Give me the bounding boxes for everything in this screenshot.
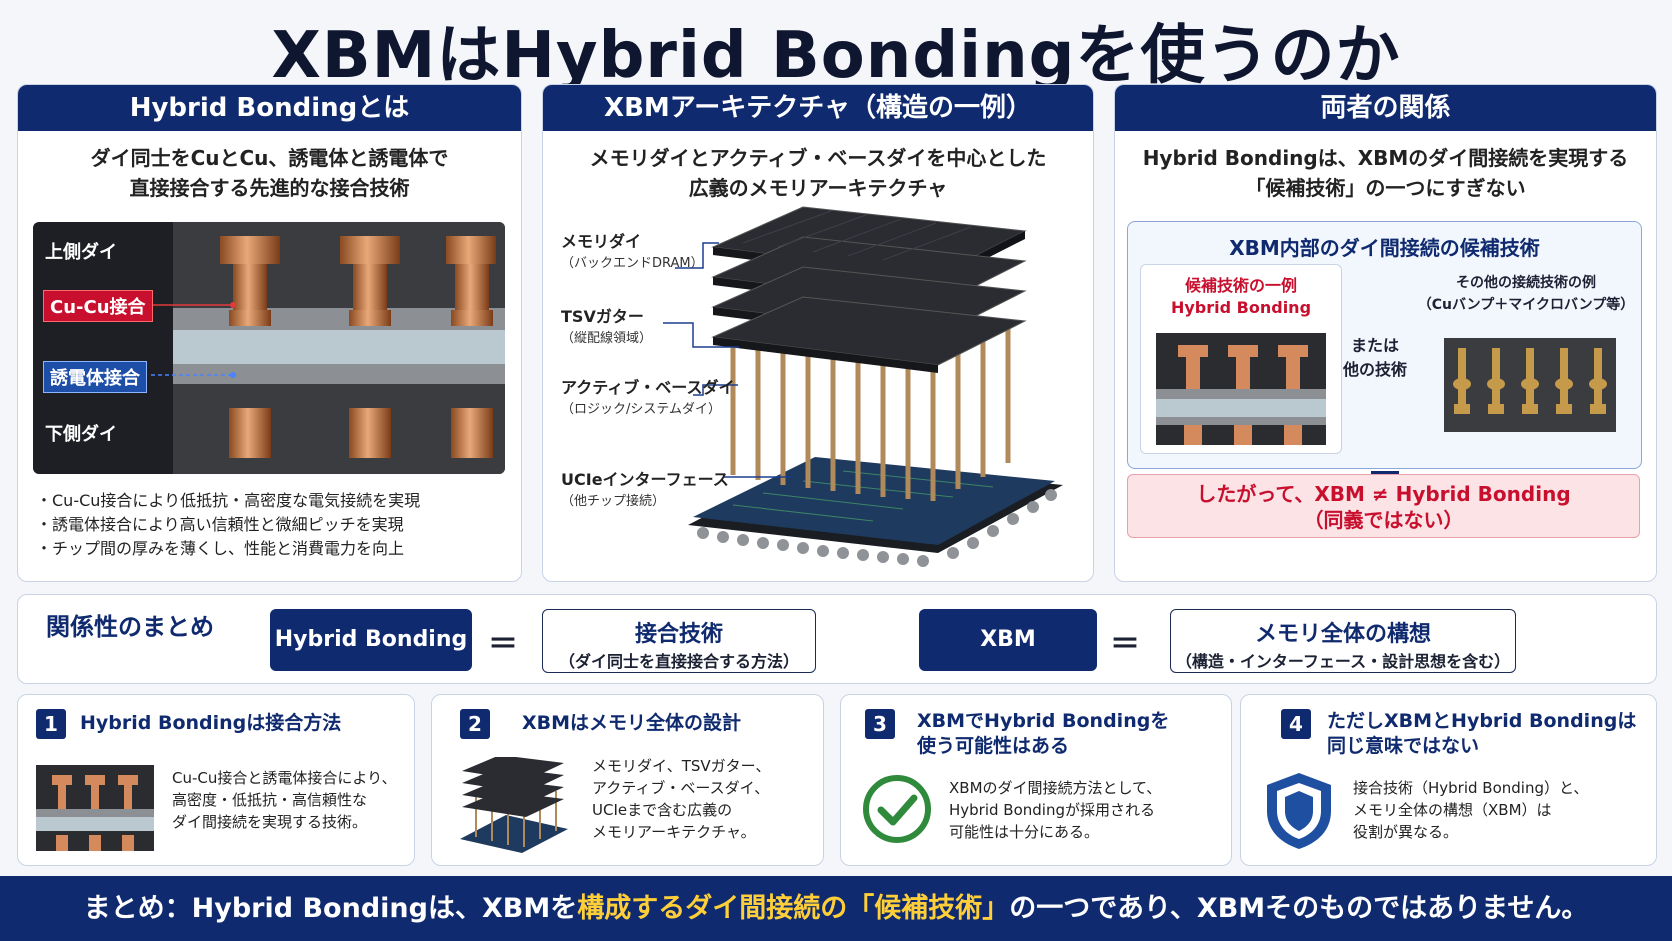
feature-list: ・Cu-Cu接合により低抵抗・高密度な電気接続を実現 ・誘電体接合により高い信頼… (36, 489, 420, 561)
hybrid-bonding-thumbnail (36, 765, 154, 851)
panel-description: Hybrid Bondingは、XBMのダイ間接続を実現する 「候補技術」の一つ… (1142, 146, 1629, 200)
card-title: Hybrid Bondingは接合方法 (80, 712, 342, 734)
other-tech-example: その他の接続技術の例 （Cuバンプ＋マイクロバンプ等） (1417, 275, 1635, 313)
list-item: ・Cu-Cu接合により低抵抗・高密度な電気接続を実現 (36, 491, 421, 510)
panel-heading: XBMアーキテクチャ（構造の一例） (543, 85, 1093, 131)
candidate-tech-box: XBM内部のダイ間接続の候補技術 候補技術の一例 Hybrid Bonding … (1127, 221, 1642, 469)
card-body: XBMのダイ間接続方法として、 Hybrid Bondingが採用される 可能性… (949, 779, 1162, 841)
xbm-term: XBM (919, 609, 1097, 671)
panel-heading: 両者の関係 (1115, 85, 1656, 131)
card-body: 接合技術（Hybrid Bonding）と、 メモリ全体の構想（XBM）は 役割… (1353, 779, 1589, 841)
panel-relationship: 両者の関係 Hybrid Bondingは、XBMのダイ間接続を実現する 「候補… (1114, 84, 1657, 582)
summary-label: 関係性のまとめ (46, 613, 214, 641)
micro-bump-thumbnail (1444, 338, 1616, 432)
card-number: 3 (865, 709, 895, 739)
arch-label-tsv-gutter: TSVガター （縦配線領域） (561, 307, 653, 346)
arch-label-ucie: UCIeインターフェース （他チップ接続） (561, 470, 729, 509)
label-bottom-die: 下側ダイ (45, 424, 117, 445)
card-4: 4 ただしXBMとHybrid Bondingは 同じ意味ではない 接合技術（H… (1240, 694, 1657, 866)
equals-sign: ＝ (1110, 627, 1140, 662)
label-cu-cu-bond: Cu-Cu接合 (43, 290, 153, 322)
list-item: ・誘電体接合により高い信頼性と微細ピッチを実現 (36, 515, 404, 534)
panel-description: メモリダイとアクティブ・ベースダイを中心とした 広義のメモリアーキテクチャ (589, 146, 1047, 200)
arch-label-active-base-die: アクティブ・ベースダイ （ロジック/システムダイ） (561, 378, 735, 417)
card-title: XBMでHybrid Bondingを 使う可能性はある (917, 710, 1170, 757)
card-title: ただしXBMとHybrid Bondingは 同じ意味ではない (1327, 710, 1637, 757)
arch-label-memory-die: メモリダイ （バックエンドDRAM） (561, 232, 704, 271)
card-3: 3 XBMでHybrid Bondingを 使う可能性はある XBMのダイ間接続… (840, 694, 1232, 866)
or-other-tech: または 他の技術 (1342, 336, 1407, 379)
card-number: 4 (1281, 709, 1311, 739)
panel-heading: Hybrid Bondingとは (18, 85, 521, 131)
label-dielectric-bond: 誘電体接合 (43, 361, 147, 393)
page-title: XBMはHybrid Bondingを使うのか (271, 19, 1401, 93)
hybrid-bonding-example: 候補技術の一例 Hybrid Bonding (1140, 264, 1342, 454)
hybrid-bonding-thumbnail (1156, 333, 1326, 445)
card-number: 2 (460, 709, 490, 739)
card-2: 2 XBMはメモリ全体の設計 メモリダイ、TSVガター、 アクティブ・ベースダイ… (431, 694, 824, 866)
conclusion-box: したがって、XBM ≠ Hybrid Bonding （同義ではない） (1127, 474, 1640, 538)
xbm-definition: メモリ全体の構想 （構造・インターフェース・設計思想を含む） (1170, 609, 1516, 673)
shield-icon (1267, 773, 1331, 849)
footer-summary: まとめ：Hybrid Bondingは、XBMを構成するダイ間接続の「候補技術」… (0, 876, 1672, 941)
label-top-die: 上側ダイ (45, 242, 117, 263)
hybrid-bonding-term: Hybrid Bonding (270, 609, 472, 671)
card-body: Cu-Cu接合と誘電体接合により、 高密度・低抵抗・高信頼性な ダイ間接続を実現… (172, 769, 397, 831)
footer-highlight: 構成するダイ間接続の「候補技術」 (577, 893, 1010, 924)
xbm-stack-illustration (663, 206, 1063, 567)
xbm-stack-thumbnail (460, 757, 568, 853)
relationship-summary: 関係性のまとめ Hybrid Bonding ＝ 接合技術 （ダイ同士を直接接合… (17, 594, 1657, 684)
panel-hybrid-bonding: Hybrid Bondingとは ダイ同士をCuとCu、誘電体と誘電体で 直接接… (17, 84, 522, 582)
card-number: 1 (36, 709, 66, 739)
cross-section-image (151, 222, 505, 474)
hybrid-bonding-definition: 接合技術 （ダイ同士を直接接合する方法） (542, 609, 816, 673)
panel-xbm-architecture: XBMアーキテクチャ（構造の一例） メモリダイとアクティブ・ベースダイを中心とし… (542, 84, 1094, 582)
check-circle-icon (863, 775, 931, 843)
list-item: ・チップ間の厚みを薄くし、性能と消費電力を向上 (36, 539, 405, 558)
equals-sign: ＝ (488, 627, 518, 662)
panel-description: ダイ同士をCuとCu、誘電体と誘電体で 直接接合する先進的な接合技術 (90, 146, 449, 200)
card-body: メモリダイ、TSVガター、 アクティブ・ベースダイ、 UCIeまで含む広義の メ… (592, 757, 771, 841)
card-1: 1 Hybrid Bondingは接合方法 Cu-Cu接合と誘電体接合により、 … (17, 694, 415, 866)
hybrid-bonding-cross-section: 上側ダイ Cu-Cu接合 誘電体接合 下側ダイ (33, 222, 505, 474)
card-title: XBMはメモリ全体の設計 (522, 712, 742, 734)
candidate-box-title: XBM内部のダイ間接続の候補技術 (1229, 236, 1540, 260)
